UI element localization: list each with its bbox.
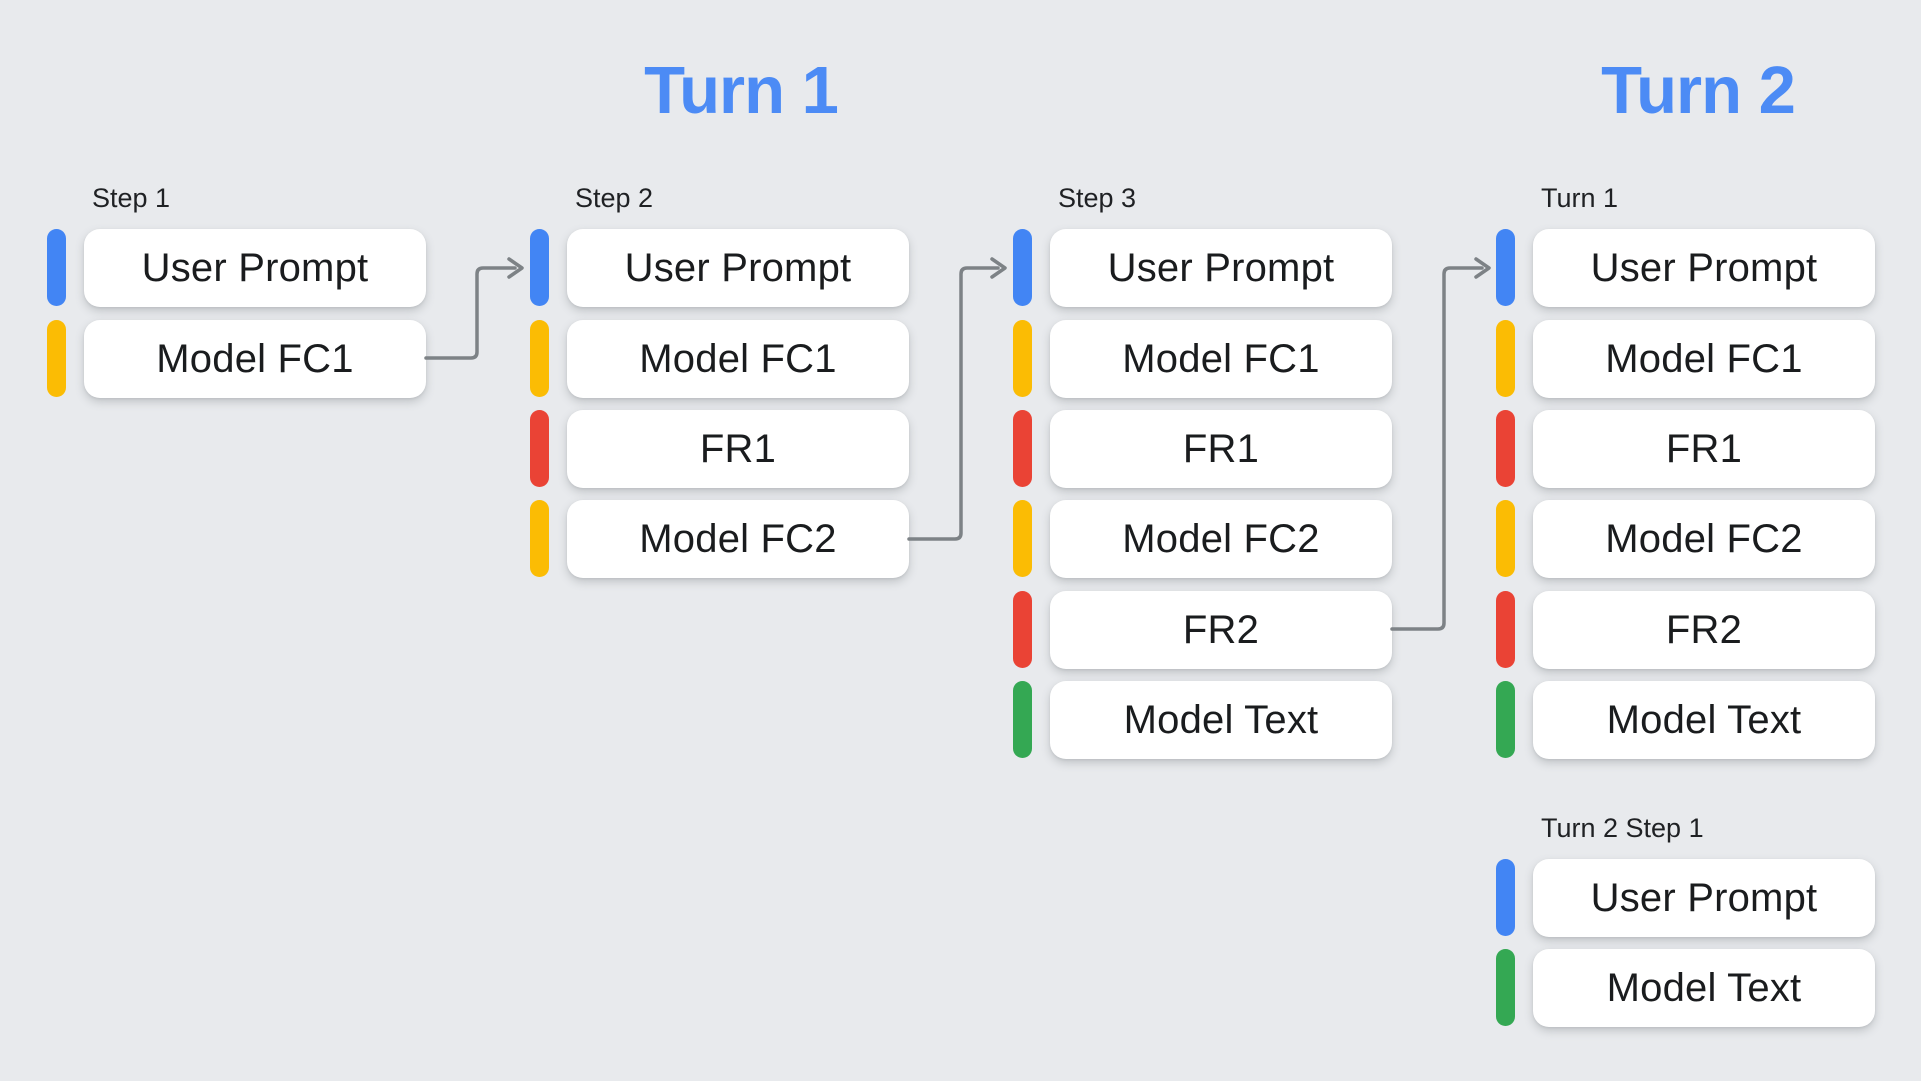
message-box-model-fc2: Model FC2 xyxy=(1050,500,1392,578)
arrow-head xyxy=(990,257,1007,279)
column-label: Turn 1 xyxy=(1541,183,1619,213)
message-label: Model FC2 xyxy=(1122,516,1320,561)
message-box-model-text: Model Text xyxy=(1533,681,1875,759)
arrow-shaft xyxy=(1390,266,1484,631)
message-box-user-prompt: User Prompt xyxy=(84,229,426,307)
model-fc1-type-bar xyxy=(47,320,66,397)
message-box-fr1: FR1 xyxy=(567,410,909,488)
model-fc2-type-bar xyxy=(530,500,549,577)
user-prompt-type-bar xyxy=(1496,859,1515,936)
message-box-model-fc2: Model FC2 xyxy=(1533,500,1875,578)
message-label: FR1 xyxy=(699,426,777,471)
message-label: Model Text xyxy=(1123,697,1319,742)
message-label: User Prompt xyxy=(1107,245,1335,290)
model-text-type-bar xyxy=(1496,681,1515,758)
message-box-fr1: FR1 xyxy=(1533,410,1875,488)
fr2-type-bar xyxy=(1013,591,1032,668)
user-prompt-type-bar xyxy=(1496,229,1515,306)
message-label: Model FC1 xyxy=(1122,336,1320,381)
column-label: Step 3 xyxy=(1058,183,1137,213)
message-box-model-text: Model Text xyxy=(1050,681,1392,759)
message-label: FR2 xyxy=(1665,607,1743,652)
turn-2-heading: Turn 2 xyxy=(1601,53,1796,128)
message-label: User Prompt xyxy=(1590,245,1818,290)
fr1-type-bar xyxy=(530,410,549,487)
message-box-model-fc2: Model FC2 xyxy=(567,500,909,578)
message-box-model-fc1: Model FC1 xyxy=(1050,320,1392,398)
message-label: User Prompt xyxy=(141,245,369,290)
user-prompt-type-bar xyxy=(47,229,66,306)
arrow-shaft xyxy=(907,266,1000,541)
message-box-fr2: FR2 xyxy=(1533,591,1875,669)
model-fc1-type-bar xyxy=(1496,320,1515,397)
message-label: Model FC2 xyxy=(639,516,837,561)
message-label: Model FC1 xyxy=(1605,336,1803,381)
arrow-head xyxy=(1474,257,1491,279)
model-fc2-type-bar xyxy=(1013,500,1032,577)
fr1-type-bar xyxy=(1013,410,1032,487)
message-label: Model FC2 xyxy=(1605,516,1803,561)
message-box-user-prompt: User Prompt xyxy=(567,229,909,307)
message-label: Model Text xyxy=(1606,965,1802,1010)
message-box-model-text: Model Text xyxy=(1533,949,1875,1027)
model-text-type-bar xyxy=(1496,949,1515,1026)
fr1-type-bar xyxy=(1496,410,1515,487)
message-box-fr1: FR1 xyxy=(1050,410,1392,488)
model-fc1-type-bar xyxy=(1013,320,1032,397)
message-label: User Prompt xyxy=(624,245,852,290)
message-label: FR1 xyxy=(1665,426,1743,471)
message-label: FR2 xyxy=(1182,607,1260,652)
arrow-shaft xyxy=(424,266,517,360)
message-box-fr2: FR2 xyxy=(1050,591,1392,669)
arrow-step3-to-turn1 xyxy=(1390,257,1491,631)
model-fc2-type-bar xyxy=(1496,500,1515,577)
message-label: FR1 xyxy=(1182,426,1260,471)
message-label: Model FC1 xyxy=(156,336,354,381)
message-box-model-fc1: Model FC1 xyxy=(1533,320,1875,398)
model-text-type-bar xyxy=(1013,681,1032,758)
user-prompt-type-bar xyxy=(530,229,549,306)
message-box-model-fc1: Model FC1 xyxy=(567,320,909,398)
message-label: Model Text xyxy=(1606,697,1802,742)
message-label: Model FC1 xyxy=(639,336,837,381)
model-fc1-type-bar xyxy=(530,320,549,397)
message-box-user-prompt: User Prompt xyxy=(1050,229,1392,307)
arrow-step2-to-step3 xyxy=(907,257,1007,541)
arrow-step1-to-step2 xyxy=(424,257,524,360)
arrow-head xyxy=(507,257,524,279)
message-box-model-fc1: Model FC1 xyxy=(84,320,426,398)
column-label: Turn 2 Step 1 xyxy=(1541,813,1704,843)
fr2-type-bar xyxy=(1496,591,1515,668)
message-box-user-prompt: User Prompt xyxy=(1533,229,1875,307)
turn-1-heading: Turn 1 xyxy=(644,53,839,128)
column-label: Step 1 xyxy=(92,183,171,213)
user-prompt-type-bar xyxy=(1013,229,1032,306)
message-box-user-prompt: User Prompt xyxy=(1533,859,1875,937)
column-label: Step 2 xyxy=(575,183,654,213)
message-label: User Prompt xyxy=(1590,875,1818,920)
